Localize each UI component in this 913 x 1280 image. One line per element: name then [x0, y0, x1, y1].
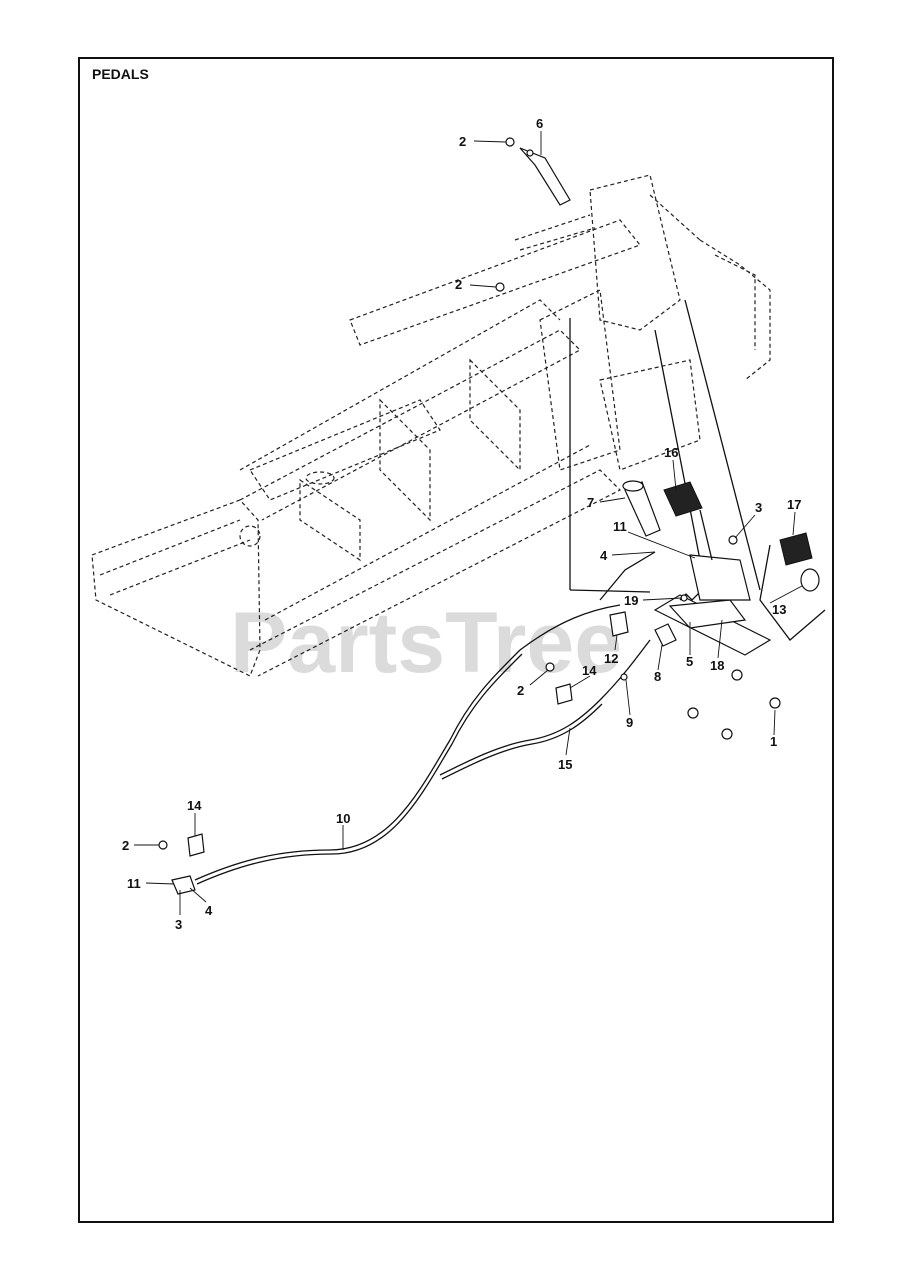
bolt-1	[769, 697, 781, 709]
callout-14-upper: 14	[582, 663, 597, 678]
callout-15: 15	[558, 757, 572, 772]
diagram-title: PEDALS	[92, 66, 149, 82]
cables	[158, 551, 656, 895]
clip-14b	[187, 833, 205, 857]
callout-4-pedal: 4	[600, 548, 608, 563]
nut-2	[505, 137, 515, 147]
leader-lines	[134, 131, 803, 915]
cable-10	[194, 604, 621, 881]
callout-11-lower: 11	[127, 876, 141, 891]
callout-3-lower: 3	[175, 917, 182, 932]
callout-17: 17	[787, 497, 801, 512]
clip-12	[609, 611, 629, 637]
diagram-frame	[78, 57, 834, 1223]
assembly-guide-lines	[569, 299, 761, 593]
callout-14-lower: 14	[187, 798, 202, 813]
callout-16: 16	[664, 445, 678, 460]
callout-1: 1	[770, 734, 777, 749]
callout-18: 18	[710, 658, 724, 673]
pedal-pad-16	[663, 481, 703, 517]
upper-hardware	[495, 137, 571, 292]
end-fitting	[171, 875, 196, 895]
callout-10: 10	[336, 811, 350, 826]
callout-19: 19	[624, 593, 638, 608]
cable-15	[439, 639, 651, 776]
callout-7: 7	[587, 495, 594, 510]
nut-2b	[495, 282, 505, 292]
callout-5: 5	[686, 654, 693, 669]
callout-2-clip: 2	[517, 683, 524, 698]
callout-3-pedal: 3	[755, 500, 762, 515]
callout-9: 9	[626, 715, 633, 730]
watermark: PartsTree	[230, 595, 622, 691]
callout-2-lower: 2	[122, 838, 129, 853]
part-6	[519, 147, 571, 206]
cap-13	[800, 568, 820, 592]
pedal-pad-17	[779, 532, 813, 566]
callout-6: 6	[536, 116, 543, 131]
chassis-frame	[91, 174, 771, 677]
callout-12: 12	[604, 651, 618, 666]
callout-11-pedal: 11	[613, 519, 627, 534]
fitting-8	[654, 623, 677, 647]
callout-2-frame: 2	[455, 277, 462, 292]
callout-8: 8	[654, 669, 661, 684]
callout-13: 13	[772, 602, 786, 617]
callout-4-lower: 4	[205, 903, 213, 918]
pedal-assembly	[609, 480, 826, 740]
callout-2-top: 2	[459, 134, 466, 149]
clip-14a	[555, 683, 573, 705]
callouts: 2 6 2 16 7 3 17 11 4 19 13 12 5 18 8 2 1…	[122, 116, 801, 932]
